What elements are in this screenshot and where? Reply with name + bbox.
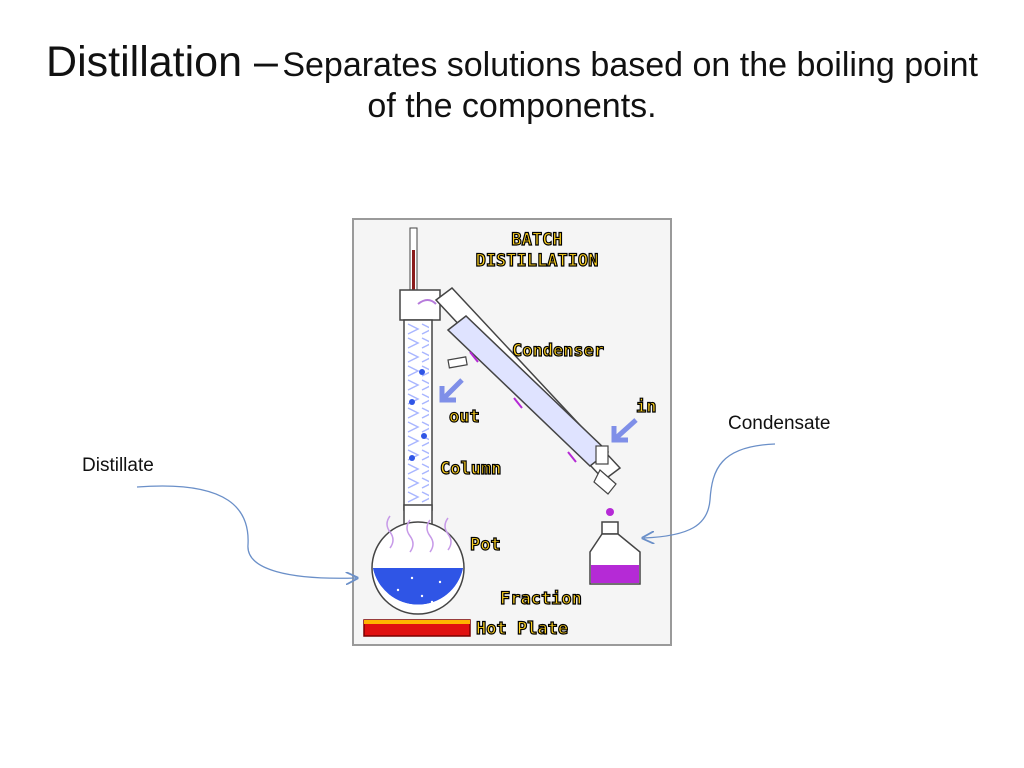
condenser: [434, 286, 622, 495]
fraction-bottle: [589, 521, 641, 585]
water-out-arrow: [439, 378, 464, 403]
pot-flask: [371, 504, 465, 615]
fractionating-column: [403, 319, 433, 511]
diagram-labels: BATCH DISTILLATION Condenser in out Colu…: [439, 229, 657, 639]
label-condenser: Condenser: [512, 341, 604, 361]
label-column: Column: [440, 459, 501, 479]
label-out: out: [449, 407, 480, 427]
label-pot: Pot: [470, 535, 501, 555]
drip-drop: [606, 508, 614, 516]
distillate-callout-line: [136, 485, 356, 578]
label-hot-plate: Hot Plate: [476, 619, 568, 639]
condensate-label: Condensate: [728, 413, 831, 434]
label-in: in: [636, 397, 656, 417]
title-subtitle: Separates solutions based on the boiling…: [282, 46, 978, 126]
water-in-arrow: [611, 418, 638, 443]
title-main: Distillation –: [46, 38, 278, 86]
slide-title: Distillation – Separates solutions based…: [40, 38, 984, 127]
heading-batch: BATCH: [511, 230, 562, 250]
condensate-callout-line: [644, 443, 776, 538]
label-fraction: Fraction: [500, 589, 582, 609]
heading-distillation: DISTILLATION: [476, 251, 599, 271]
distillate-label: Distillate: [82, 455, 154, 476]
hot-plate-glow: [364, 620, 470, 624]
